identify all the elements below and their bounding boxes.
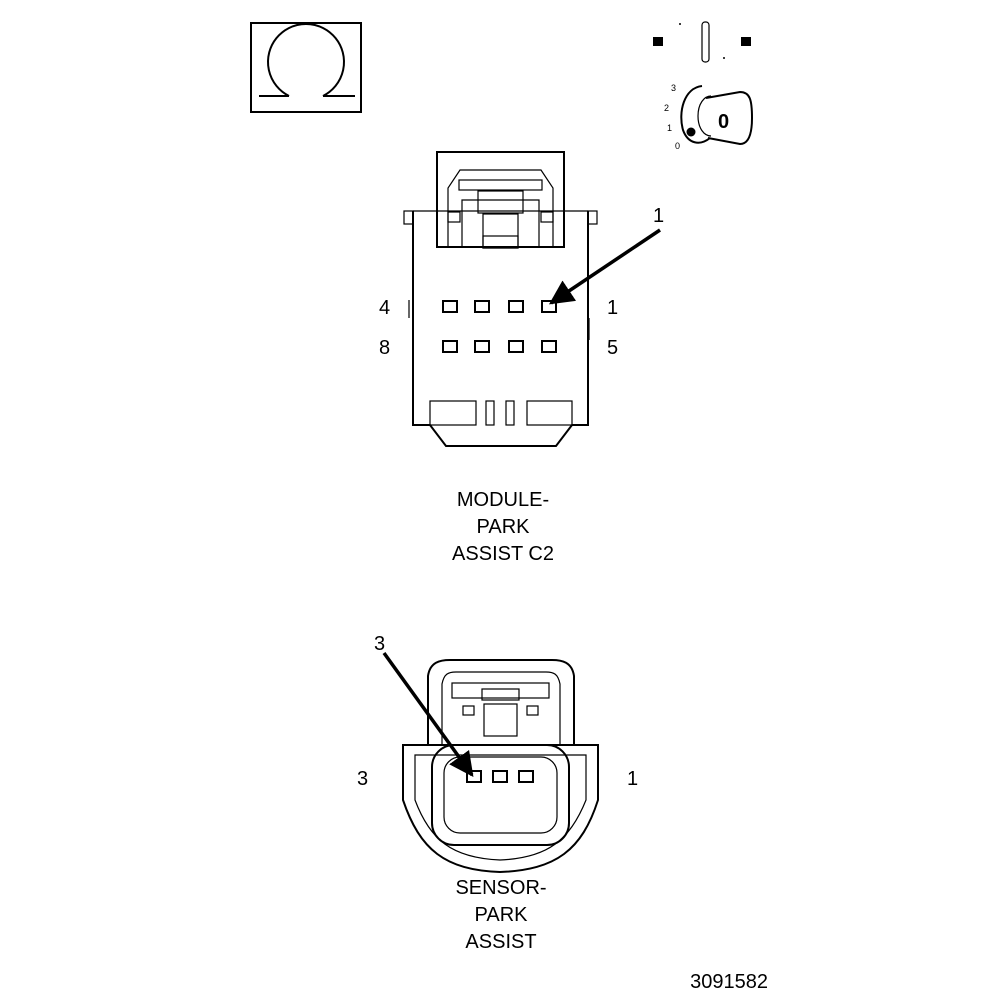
key-position-3: 3 (671, 83, 676, 93)
sensor-caption-line-1: SENSOR- (455, 877, 546, 899)
c2-cavity-7 (474, 340, 490, 353)
sensor-pin-label-3: 3 (357, 768, 368, 790)
c2-cavity-6 (508, 340, 524, 353)
c2-callout-arrow (548, 228, 661, 305)
sensor-callout-arrow (382, 651, 474, 777)
sensor-caption-line-3: ASSIST (465, 931, 536, 953)
c2-caption-line-2: PARK (477, 516, 531, 538)
c2-cavity-3 (474, 300, 490, 313)
key-position-1: 1 (667, 123, 672, 133)
key-position-0: 0 (675, 141, 680, 151)
sensor-cavity-2 (492, 770, 508, 783)
c2-cavity-4 (442, 300, 458, 313)
ohm-meter-icon (250, 22, 362, 113)
key-position-2: 2 (664, 103, 669, 113)
module-park-assist-c2-connector (403, 151, 661, 447)
sensor-caption-line-2: PARK (475, 904, 529, 926)
sensor-cavity-1 (518, 770, 534, 783)
sensor-park-assist-connector (382, 651, 599, 874)
sensor-pin-label-1: 1 (627, 768, 638, 790)
c2-callout-number: 1 (653, 205, 664, 227)
c2-pin-label-5: 5 (607, 337, 618, 359)
c2-pin-label-1: 1 (607, 297, 618, 319)
c2-caption-line-3: ASSIST C2 (452, 543, 554, 565)
sensor-callout-number: 3 (374, 633, 385, 655)
c2-pin-label-8: 8 (379, 337, 390, 359)
c2-cavity-5 (541, 340, 557, 353)
c2-cavity-2 (508, 300, 524, 313)
key-label: 0 (718, 111, 729, 133)
c2-caption-line-1: MODULE- (457, 489, 549, 511)
c2-cavity-8 (442, 340, 458, 353)
ignition-off-icon: 3 2 1 0 0 (653, 21, 754, 151)
c2-pin-label-4: 4 (379, 297, 390, 319)
figure-id: 3091582 (690, 971, 768, 993)
